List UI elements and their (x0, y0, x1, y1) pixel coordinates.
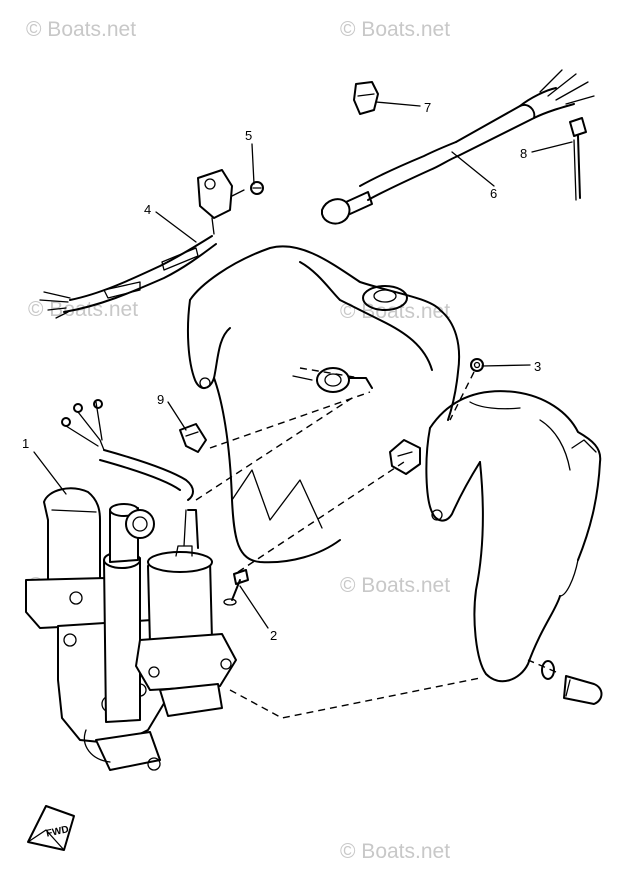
callout-1: 1 (22, 436, 29, 451)
watermark-mid-right: © Boats.net (340, 300, 450, 323)
part-5-screw (250, 181, 264, 195)
part-1-trim-tilt-unit (25, 487, 237, 771)
fwd-label: FWD (45, 824, 70, 839)
assembly-lines (195, 367, 557, 719)
part-2-bolt (223, 569, 249, 606)
callout-9: 9 (157, 392, 164, 407)
part-8-cable-tie (569, 117, 587, 201)
callout-3: 3 (534, 359, 541, 374)
bracket-lead-clip (389, 439, 421, 475)
watermark-bottom-right: © Boats.net (340, 840, 450, 863)
clamp-bracket (186, 245, 602, 683)
watermark-top-right: © Boats.net (340, 18, 450, 41)
leader-lines (33, 101, 573, 629)
callout-8: 8 (520, 146, 527, 161)
part-6-lead-tube (321, 69, 595, 225)
watermark-top-left: © Boats.net (26, 18, 136, 41)
watermark-low-right: © Boats.net (340, 574, 450, 597)
bracket-grommet (292, 367, 373, 393)
callout-5: 5 (245, 128, 252, 143)
mount-bolt-right (541, 660, 603, 705)
watermark-mid-left: © Boats.net (28, 298, 138, 321)
part-3-nut (470, 358, 484, 372)
callout-labels: 1 2 3 4 5 6 7 8 9 (22, 100, 541, 643)
part-7-clip (353, 81, 379, 115)
fwd-indicator: FWD (27, 805, 75, 851)
callout-4: 4 (144, 202, 151, 217)
part-9-clamp (179, 423, 207, 453)
callout-6: 6 (490, 186, 497, 201)
callout-2: 2 (270, 628, 277, 643)
motor-lead-wires (61, 399, 194, 501)
callout-7: 7 (424, 100, 431, 115)
part-4-harness (39, 169, 245, 319)
